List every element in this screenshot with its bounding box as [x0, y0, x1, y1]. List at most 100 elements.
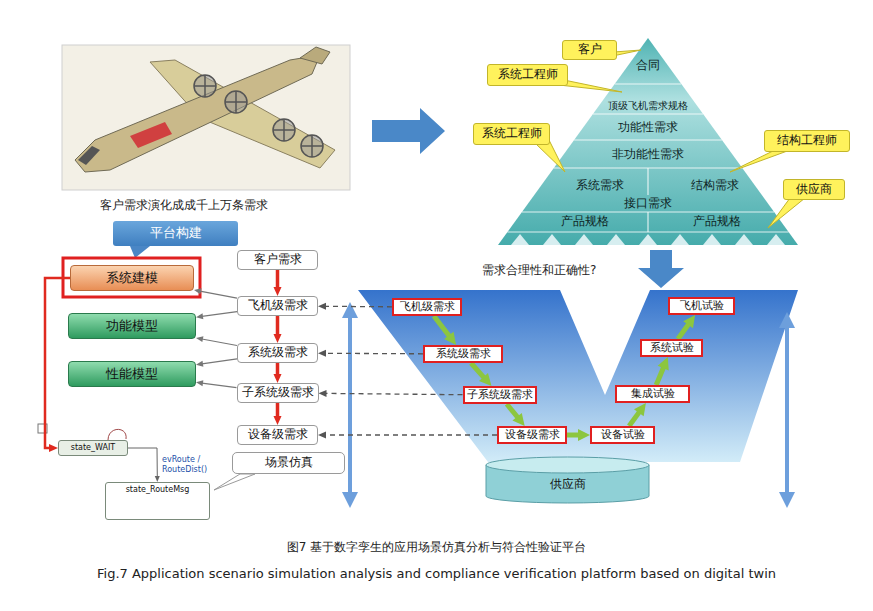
node-text: 接口需求: [624, 197, 672, 211]
propeller: [225, 91, 247, 113]
aircraft-cockpit: [78, 146, 100, 165]
propellers: [194, 75, 323, 157]
base-triangle: [607, 234, 625, 245]
connector: [196, 336, 237, 345]
connector-line: [434, 316, 450, 336]
layer-line: [593, 113, 703, 114]
pyramid-layer: 顶级飞机需求规格: [598, 98, 698, 114]
connector: [196, 312, 237, 320]
divider-line: [647, 212, 648, 232]
connector-line: [629, 412, 639, 426]
base-triangle: [671, 234, 689, 245]
model-box: 系统建模: [70, 265, 194, 291]
node-text: 设备级需求: [248, 428, 308, 442]
requirement-box: 子系统级需求: [237, 383, 319, 403]
arrow-head: [444, 332, 456, 345]
node-text: 系统需求: [576, 179, 624, 193]
connector: [196, 380, 237, 387]
node-text: 飞机级需求: [248, 299, 308, 313]
connector: [471, 363, 491, 386]
arrow-head: [49, 444, 58, 452]
callout-bubble: 结构工程师: [764, 130, 850, 152]
highlight-frame: [63, 258, 200, 297]
model-box: 功能模型: [68, 313, 196, 339]
connector: [274, 270, 282, 296]
note-label: Fig.7 Application scenario simulation an…: [0, 566, 873, 582]
v-model-box: 集成试验: [615, 385, 690, 403]
arrow-head: [342, 302, 358, 318]
node-text: 系统建模: [106, 271, 158, 286]
note-label: 需求合理性和正确性?: [482, 263, 596, 277]
connector-line: [567, 433, 579, 438]
callout-box: 场景仿真: [232, 452, 345, 474]
node-text: 系统级需求: [248, 346, 308, 360]
pyramid-layer: 结构需求: [683, 177, 747, 195]
pyramid-layer: 系统需求: [568, 177, 632, 195]
node-text: 系统工程师: [498, 68, 558, 82]
node-text: 顶级飞机需求规格: [608, 100, 688, 112]
node-text: 飞机试验: [680, 300, 724, 313]
requirement-box: 客户需求: [237, 250, 318, 270]
connector-line: [202, 359, 237, 364]
arrow-head: [196, 313, 203, 319]
connector: [45, 278, 70, 452]
connector-line: [276, 403, 280, 417]
tab-pointer: [130, 246, 150, 258]
base-triangle: [639, 234, 657, 245]
connector: [319, 390, 463, 397]
node-text: 集成试验: [631, 388, 675, 401]
arrow-head: [274, 287, 282, 296]
arrow-head: [319, 390, 327, 397]
callout-bubble: 系统工程师: [487, 64, 568, 86]
node-text: 功能模型: [106, 319, 158, 334]
connector-line: [200, 291, 237, 298]
callout-bubble: 供应商: [783, 179, 845, 200]
arrow-head: [342, 492, 358, 508]
state-box: state_WAIT: [58, 440, 128, 456]
flow-arrow: [638, 250, 684, 288]
connector: [507, 404, 525, 426]
blade: [204, 75, 206, 97]
base-triangle: [575, 234, 593, 245]
note-label: 客户需求演化成成千上万条需求: [100, 198, 268, 212]
connector-line: [45, 278, 70, 448]
node-text: 产品规格: [693, 215, 741, 229]
aircraft-fuselage: [75, 55, 320, 172]
connector: [274, 403, 282, 425]
arrow-head: [634, 403, 646, 416]
pyramid-layer: 接口需求: [616, 195, 680, 213]
model-box: 性能模型: [68, 361, 196, 387]
connector: [128, 448, 160, 482]
supplier-cylinder: 供应商: [485, 456, 650, 504]
connector-line: [276, 316, 280, 335]
connector-line: [325, 306, 392, 308]
propeller: [301, 135, 323, 157]
double-arrow-shaft: [785, 326, 789, 494]
node-text: 结构工程师: [777, 134, 837, 148]
arrow-head: [318, 350, 326, 357]
state-box: state_RouteMsg: [105, 482, 210, 520]
connector-line: [276, 270, 280, 288]
blade: [283, 119, 285, 141]
pyramid-layer: 功能性需求: [608, 119, 688, 137]
connector: [318, 432, 497, 439]
callout-tail: [768, 198, 805, 228]
arrow-head: [658, 357, 669, 370]
requirement-box: 系统级需求: [237, 343, 318, 363]
flow-arrow: [372, 108, 445, 154]
connector: [274, 363, 282, 383]
pyramid-layer: 产品规格: [685, 213, 749, 231]
node-text: 客户需求: [254, 253, 302, 267]
connector: [629, 403, 646, 426]
connector: [318, 303, 392, 310]
node-text: 性能模型: [106, 367, 158, 382]
node-text: 系统试验: [650, 342, 694, 355]
arrow-head: [479, 373, 491, 386]
connector: [656, 357, 669, 385]
pyramid-lines: [507, 84, 788, 232]
connector-line: [471, 363, 484, 378]
pyramid-layer: 合同: [628, 57, 668, 75]
node-text: 系统工程师: [482, 127, 542, 141]
node-text: 客户: [578, 43, 602, 57]
